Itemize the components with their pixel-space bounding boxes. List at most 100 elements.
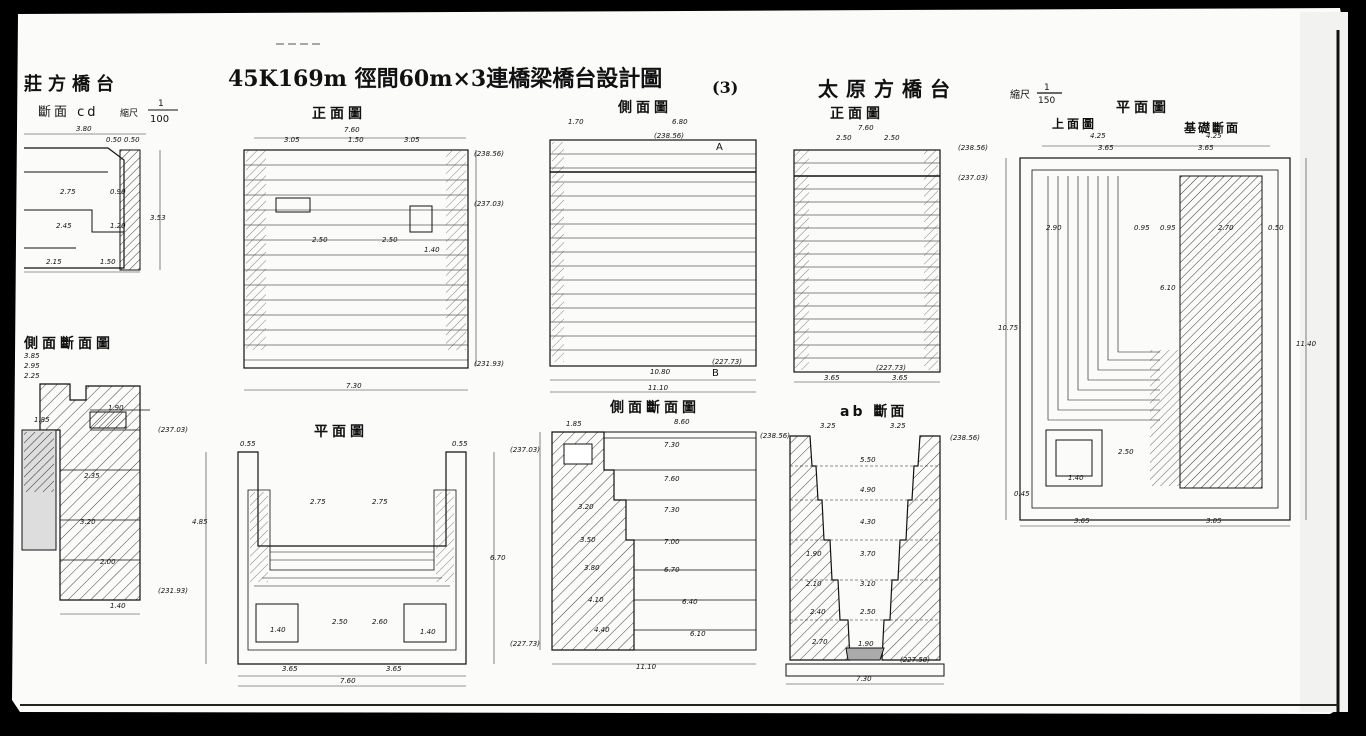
side-level-22773: (227.73) [712, 358, 742, 366]
paper-background [12, 8, 1345, 714]
side-view-label: 側面圖 [617, 99, 672, 116]
left-scale-num: 1 [158, 99, 164, 109]
pr-dim-140: 1.40 [1068, 474, 1084, 482]
rf-dim-365b: 3.65 [892, 374, 908, 382]
plan-dim-365a: 3.65 [282, 665, 298, 673]
pr-dim-050: 0.50 [1268, 224, 1284, 232]
right-scale-num: 1 [1044, 83, 1050, 93]
plan-right-sub-base: 基礎斷面 [1183, 120, 1240, 135]
side-view-courses [550, 153, 756, 351]
ab-dim-310: 3.10 [860, 580, 876, 588]
left-dim-120: 1.20 [110, 222, 126, 230]
ss-dim-1110: 11.10 [636, 663, 657, 671]
left-dim-385: 3.85 [24, 352, 40, 360]
side-section-drawing [539, 431, 757, 665]
ss-dim-760: 7.60 [664, 475, 680, 483]
plan-dim-140a: 1.40 [270, 626, 286, 634]
right-scale-den: 150 [1038, 96, 1055, 106]
side-dim-1110: 11.10 [648, 384, 669, 392]
ab-dim-270: 2.70 [812, 638, 828, 646]
front-dim-305b: 3.05 [404, 136, 420, 144]
pr-dim-365a: 3.65 [1098, 144, 1114, 152]
pr-dim-290: 2.90 [1046, 224, 1062, 232]
ss-dim-730a: 7.30 [664, 441, 680, 449]
ss-dim-640: 6.40 [682, 598, 698, 606]
ss-dim-410: 4.10 [588, 596, 604, 604]
drawing-title: 45K169m 徑間60m×3連橋梁橋台設計圖 [228, 66, 662, 92]
front-dim-140: 1.40 [424, 246, 440, 254]
ab-section-drawing [785, 435, 945, 685]
left-dim-275: 2.75 [60, 188, 76, 196]
pr-dim-1140: 11.40 [1296, 340, 1317, 348]
sheet-number: (3) [712, 78, 738, 97]
pr-dim-610: 6.10 [1160, 284, 1176, 292]
ab-dim-370: 3.70 [860, 550, 876, 558]
ss-level-23856: (238.56) [760, 432, 790, 440]
left-level-23703: (237.03) [158, 426, 188, 434]
right-strip [1300, 12, 1348, 712]
pr-dim-1075: 10.75 [998, 324, 1019, 332]
front-dim-250b: 2.50 [382, 236, 398, 244]
pr-dim-095a: 0.95 [1134, 224, 1150, 232]
ss-dim-610: 6.10 [690, 630, 706, 638]
ab-dim-240: 2.40 [810, 608, 826, 616]
front-level-23856: (238.56) [474, 150, 504, 158]
left-scale-label: 縮尺 [120, 107, 138, 119]
pr-dim-305: 3.05 [1206, 517, 1222, 525]
ab-dim-430: 4.30 [860, 518, 876, 526]
ab-section: ab 斷面 3.25 3.25 5.50 4.90 4.30 3.70 3.10… [785, 403, 980, 685]
left-panel-title: 莊方橋台 [24, 73, 120, 95]
plan-right: 平面圖 上面圖 基礎斷面 4.25 [998, 99, 1317, 527]
ab-level-22750: (227.50) [900, 656, 930, 664]
plan-right-drawing [1005, 145, 1307, 527]
plan-right-sub-top: 上面圖 [1052, 116, 1097, 131]
pr-dim-045: 0.45 [1014, 490, 1030, 498]
header: 45K169m 徑間60m×3連橋梁橋台設計圖 (3) 太原方橋台 縮尺 1 1… [228, 43, 1062, 106]
plan-dim-140b: 1.40 [420, 628, 436, 636]
plan-dim-260: 2.60 [372, 618, 388, 626]
side-section: 側面斷面圖 1.85 8.60 7.30 7.60 7.30 7.00 6.70… [510, 399, 790, 671]
ab-dim-325a: 3.25 [820, 422, 836, 430]
left-side-section-title: 側面斷面圖 [23, 335, 114, 352]
rf-dim-365a: 3.65 [824, 374, 840, 382]
front-level-23703: (237.03) [474, 200, 504, 208]
left-dim-050b: 0.50 [124, 136, 140, 144]
pr-dim-095b: 0.95 [1160, 224, 1176, 232]
ab-dim-325b: 3.25 [890, 422, 906, 430]
rf-dim-760: 7.60 [858, 124, 874, 132]
plan-dim-055a: 0.55 [240, 440, 256, 448]
left-section-cd: 斷面 cd [38, 105, 99, 120]
pr-dim-425a: 4.25 [1090, 132, 1106, 140]
left-level-23193: (231.93) [158, 587, 188, 595]
left-dim-380: 3.80 [76, 125, 92, 133]
rf-dim-250a: 2.50 [836, 134, 852, 142]
ab-dim-490: 4.90 [860, 486, 876, 494]
front-level-23193: (231.93) [474, 360, 504, 368]
ss-dim-380: 3.80 [584, 564, 600, 572]
pr-dim-365b: 3.65 [1198, 144, 1214, 152]
plan-dim-365b: 3.65 [386, 665, 402, 673]
side-dim-170: 1.70 [568, 118, 584, 126]
rf-level-23856: (238.56) [958, 144, 988, 152]
plan-view: 平面圖 0.55 0.55 2.75 2.75 2.50 2.60 1.40 1… [192, 423, 506, 687]
ss-dim-730b: 7.30 [664, 506, 680, 514]
side-view-drawing [549, 139, 757, 393]
left-scale-den: 100 [150, 114, 169, 125]
section-cd-drawing [24, 133, 161, 273]
ab-section-label: ab 斷面 [840, 403, 907, 420]
left-panel: 莊方橋台 斷面 cd 縮尺 1 100 3.80 0.50 0.50 2.75 … [21, 73, 188, 615]
ab-dim-190-left: 1.90 [806, 550, 822, 558]
front-dim-250a: 2.50 [312, 236, 328, 244]
right-front-drawing [793, 149, 941, 383]
right-front-view: 正面圖 7.60 2.50 2.50 3.65 3.65 (238.56) (2… [793, 105, 988, 383]
left-dim-235: 2.35 [84, 472, 100, 480]
front-view: 正面圖 7.60 3.05 1.50 3.05 2.50 2.50 [243, 105, 504, 391]
pr-dim-365c: 3.65 [1074, 517, 1090, 525]
side-marker-b: B [712, 368, 719, 379]
rf-level-22773: (227.73) [876, 364, 906, 372]
plan-view-label: 平面圖 [314, 423, 368, 440]
side-level-23856: (238.56) [654, 132, 684, 140]
plan-dim-485: 4.85 [192, 518, 208, 526]
ss-dim-320: 3.20 [578, 503, 594, 511]
